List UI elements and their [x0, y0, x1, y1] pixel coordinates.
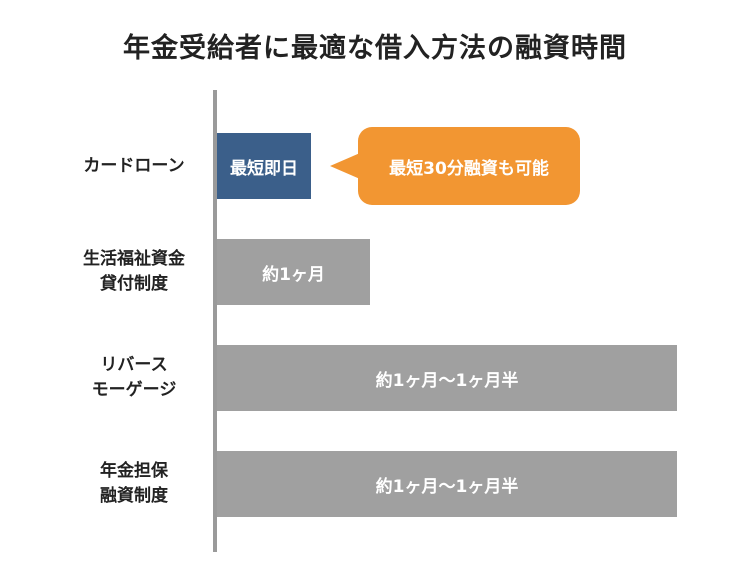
- category-label-line: カードローン: [83, 155, 185, 176]
- category-label: カードローン: [60, 154, 208, 179]
- category-label: リバースモーゲージ: [60, 353, 208, 403]
- annotation-callout: 最短30分融資も可能: [358, 127, 580, 205]
- category-label-line: 年金担保: [100, 461, 168, 481]
- category-label-line: モーゲージ: [91, 380, 177, 400]
- bar: 最短即日: [217, 133, 311, 199]
- bar-label: 約1ヶ月: [262, 264, 325, 285]
- category-label-line: 生活福祉資金: [83, 249, 185, 269]
- bar-label: 約1ヶ月〜1ヶ月半: [375, 476, 519, 497]
- category-label-line: リバース: [100, 355, 168, 375]
- callout-pointer: [330, 153, 360, 179]
- category-label: 生活福祉資金貸付制度: [60, 247, 208, 297]
- chart-title: 年金受給者に最適な借入方法の融資時間: [123, 33, 627, 64]
- category-label: 年金担保融資制度: [60, 459, 208, 509]
- category-label-line: 融資制度: [100, 486, 168, 506]
- category-label-line: 貸付制度: [100, 274, 168, 294]
- bar-label: 最短即日: [230, 158, 298, 179]
- bar: 約1ヶ月〜1ヶ月半: [217, 345, 677, 411]
- bar-label: 約1ヶ月〜1ヶ月半: [375, 370, 519, 391]
- bar: 約1ヶ月: [217, 239, 370, 305]
- y-axis-line: [213, 90, 217, 552]
- bar: 約1ヶ月〜1ヶ月半: [217, 451, 677, 517]
